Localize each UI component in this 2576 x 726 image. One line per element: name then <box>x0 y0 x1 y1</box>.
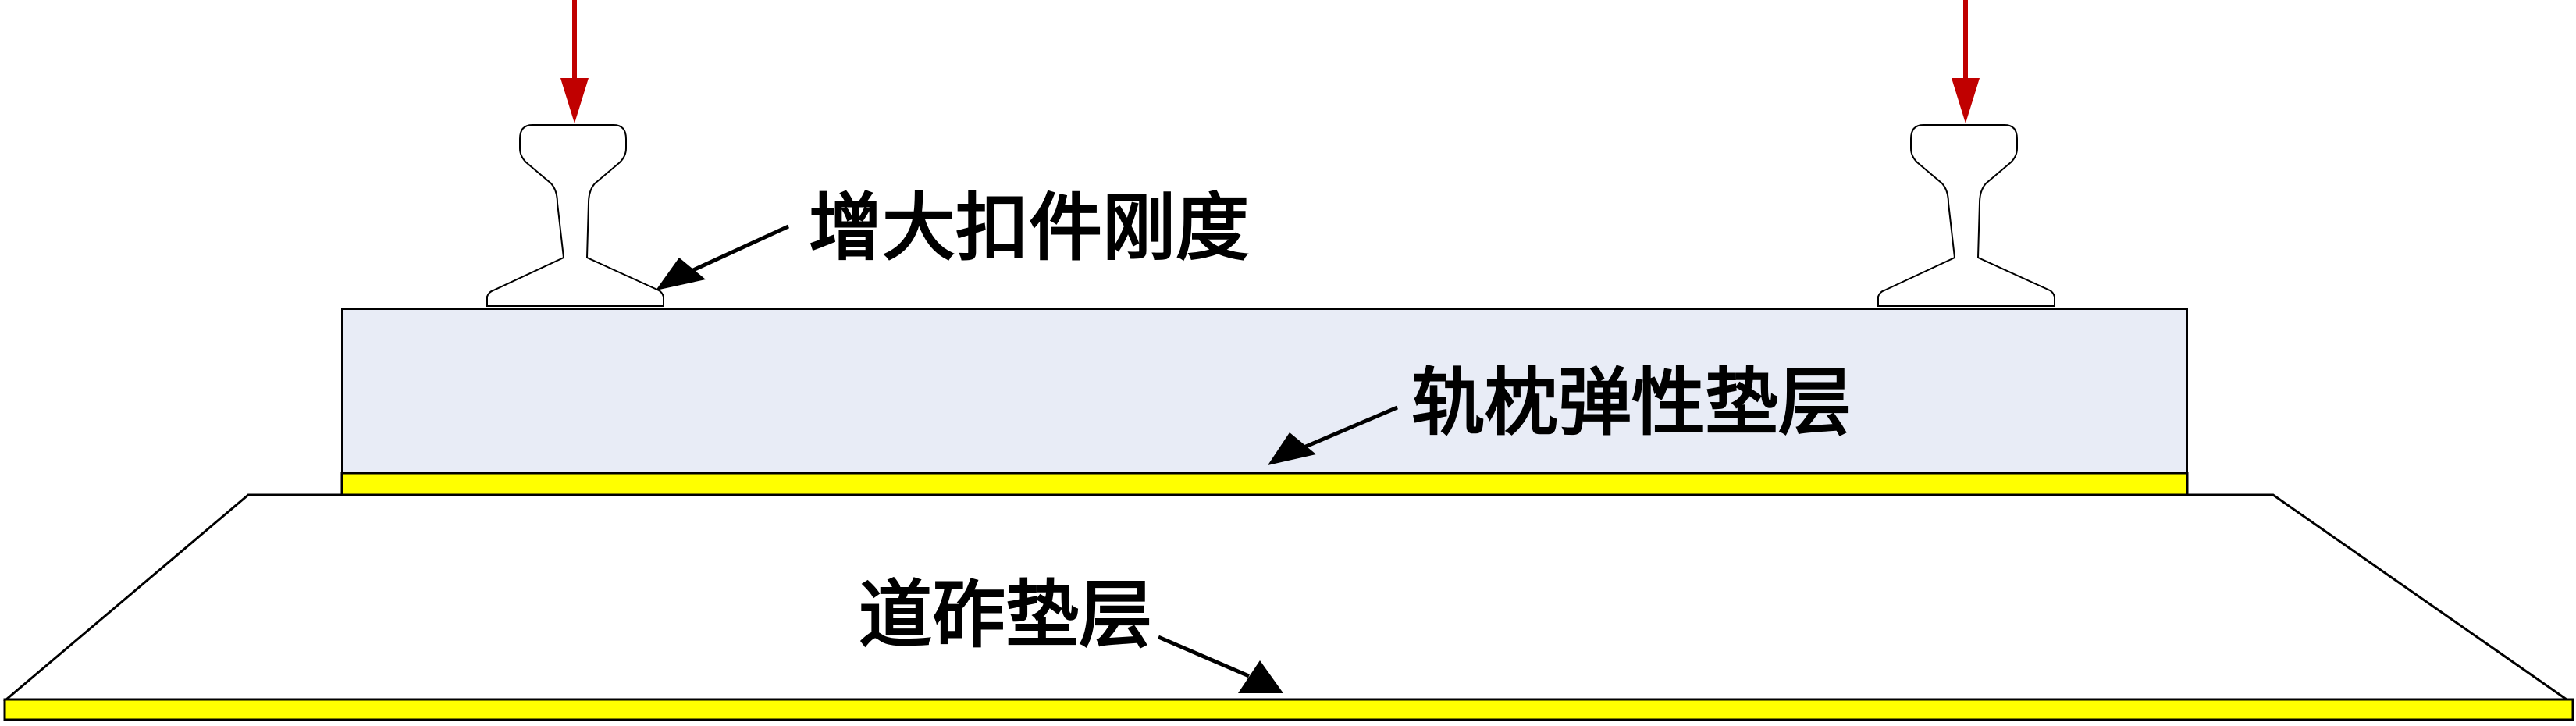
rail-right <box>1877 124 2055 307</box>
sleeper <box>341 308 2188 474</box>
label-ballast-pad: 道砟垫层 <box>859 572 1152 658</box>
ballast-pad <box>3 698 2574 721</box>
leader-fastener <box>656 224 790 290</box>
rail-left <box>486 124 664 307</box>
arrow-down-head <box>1952 78 1980 123</box>
arrow-down-head <box>560 78 589 123</box>
label-sleeper-pad: 轨枕弹性垫层 <box>1411 360 1852 446</box>
load-arrow-right <box>1952 0 1980 123</box>
label-fastener-stiffness: 增大扣件刚度 <box>809 185 1249 271</box>
rail-profile-icon <box>1877 124 2055 307</box>
rail-profile-icon <box>486 124 664 307</box>
leader-ballast-pad <box>1158 635 1283 693</box>
load-arrow-left <box>560 0 589 123</box>
ballast-bed <box>2 493 2571 701</box>
leader-sleeper-pad <box>1268 405 1398 465</box>
sleeper-pad <box>340 472 2189 496</box>
